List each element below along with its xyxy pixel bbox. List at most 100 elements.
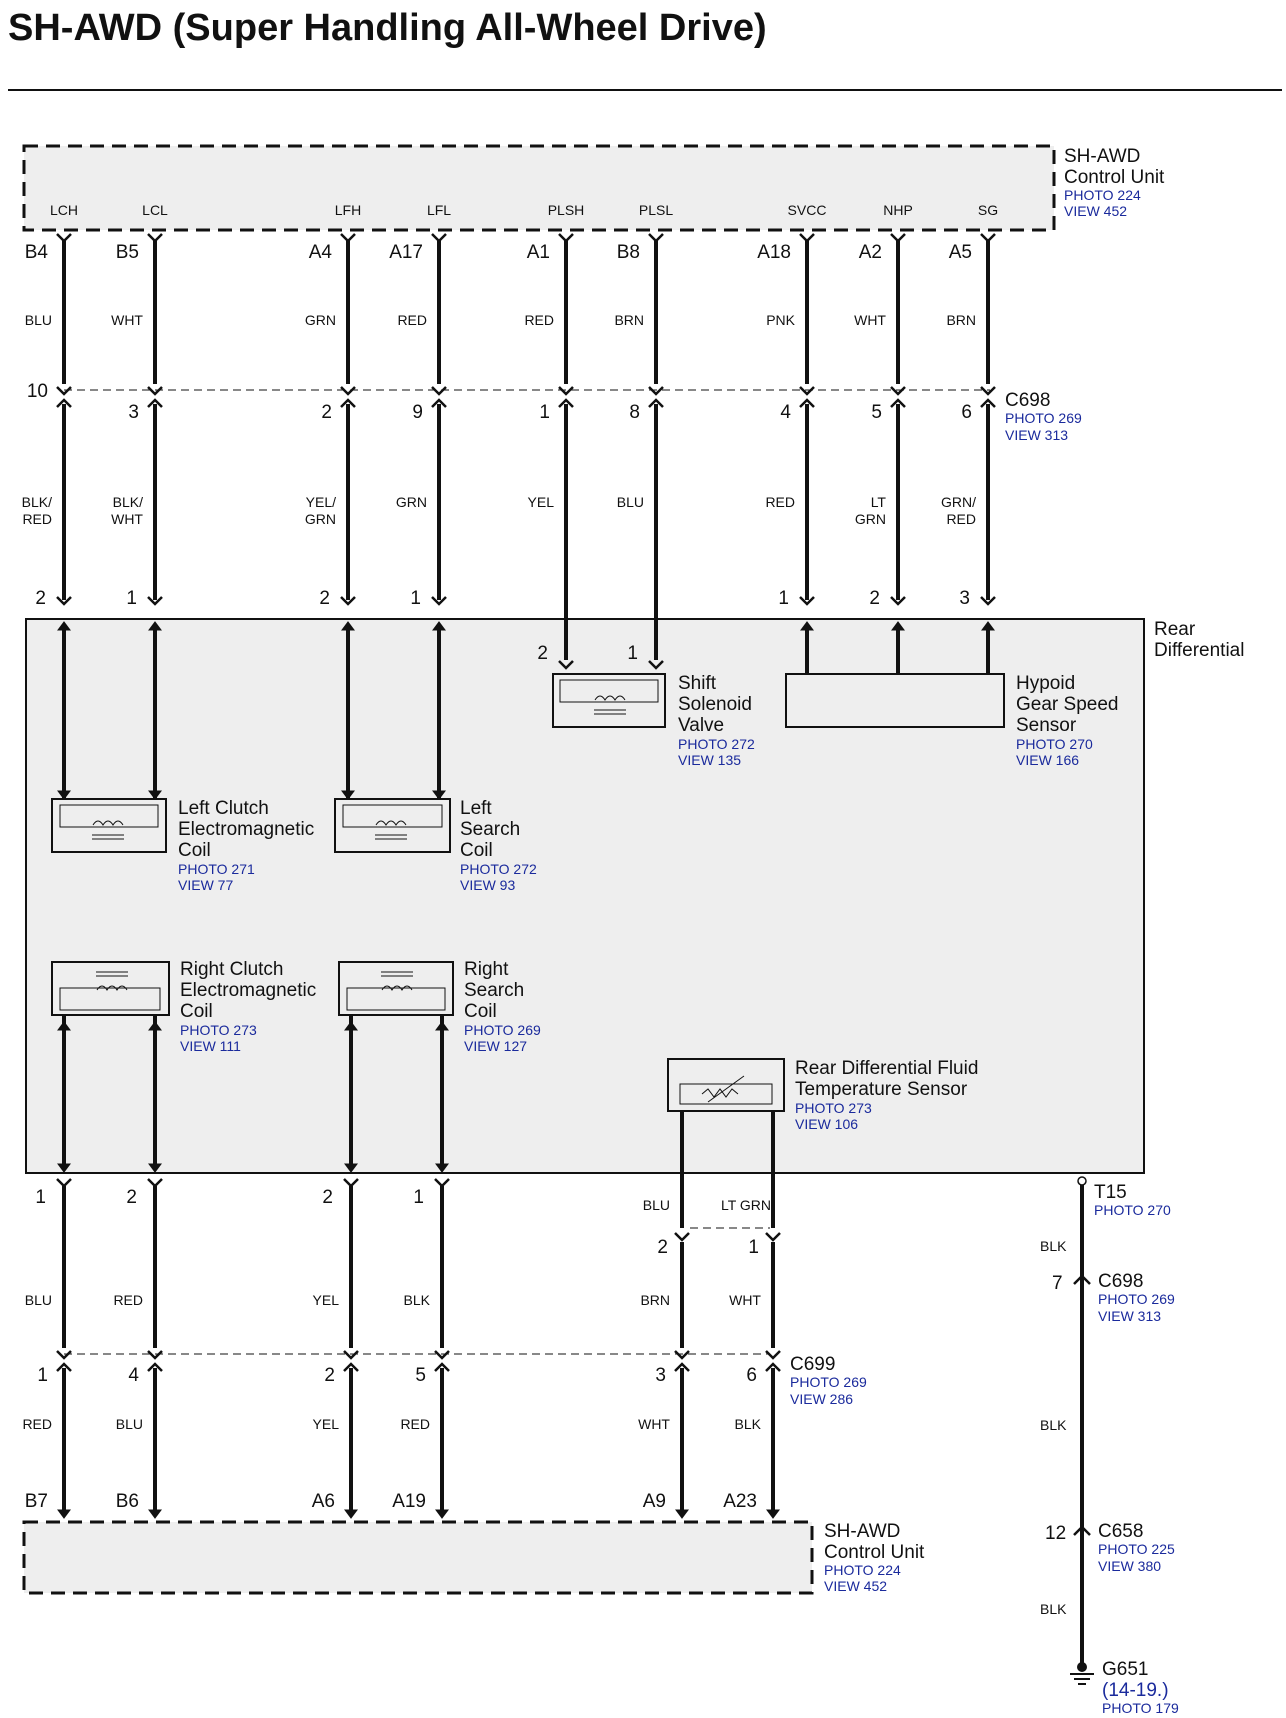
wire-color-2: RED xyxy=(765,494,795,510)
top-unit-view: VIEW 452 xyxy=(1064,203,1127,219)
fluid-temp-view: VIEW 106 xyxy=(795,1116,858,1132)
diff-pin: 1 xyxy=(126,588,137,609)
sensor-wire-color: LT GRN xyxy=(721,1197,771,1213)
wire-color-2: BLK xyxy=(735,1416,762,1432)
pin-label: B4 xyxy=(25,242,49,263)
fluid-temp-label-1: Rear Differential Fluid xyxy=(795,1058,978,1079)
c698-pin: 9 xyxy=(412,402,423,423)
terminal-label: LFH xyxy=(335,202,361,218)
bottom-unit-view: VIEW 452 xyxy=(824,1578,887,1594)
hypoid-label-1: Hypoid xyxy=(1016,673,1075,694)
wire-color-2: YEL/ xyxy=(306,494,336,510)
c699-pin: 5 xyxy=(415,1365,426,1386)
left-search-label-1: Left xyxy=(460,798,492,819)
right-search-label-1: Right xyxy=(464,959,509,980)
wire-color: RED xyxy=(524,312,554,328)
right-clutch-label-2: Electromagnetic xyxy=(180,980,316,1001)
sensor-wire-color: BLU xyxy=(643,1197,670,1213)
pin-label: A19 xyxy=(392,1491,426,1512)
left-search-view: VIEW 93 xyxy=(460,877,515,893)
shift-solenoid-valve: Shift Solenoid Valve PHOTO 272 VIEW 135 xyxy=(552,673,755,768)
terminal-label: PLSH xyxy=(548,202,585,218)
right-clutch-coil: Right Clutch Electromagnetic Coil PHOTO … xyxy=(51,959,316,1054)
hypoid-label-2: Gear Speed xyxy=(1016,694,1118,715)
c699-pin: 4 xyxy=(128,1365,139,1386)
wire-color-2: GRN xyxy=(396,494,427,510)
top-unit-photo: PHOTO 224 xyxy=(1064,187,1141,203)
bottom-control-unit-box xyxy=(22,1520,814,1595)
wire-color-2: YEL xyxy=(313,1416,340,1432)
wire-color: BLU xyxy=(25,312,52,328)
c699-pin: 6 xyxy=(746,1365,757,1386)
wire-color: RED xyxy=(397,312,427,328)
fluid-temp-photo: PHOTO 273 xyxy=(795,1100,872,1116)
wire-color: BRN xyxy=(946,312,976,328)
bottom-unit-name-2: Control Unit xyxy=(824,1542,925,1563)
c699-photo: PHOTO 269 xyxy=(790,1374,867,1390)
terminal-label: LFL xyxy=(427,202,451,218)
hypoid-label-3: Sensor xyxy=(1016,715,1077,736)
g651-photo: PHOTO 179 xyxy=(1102,1700,1179,1716)
right-clutch-label-3: Coil xyxy=(180,1001,213,1022)
right-clutch-view: VIEW 111 xyxy=(180,1038,241,1054)
left-clutch-label-3: Coil xyxy=(178,840,211,861)
terminal-label: LCH xyxy=(50,202,78,218)
wire-color-2: YEL xyxy=(528,494,555,510)
shift-solenoid-photo: PHOTO 272 xyxy=(678,736,755,752)
c698-bottom-view: VIEW 313 xyxy=(1098,1308,1161,1324)
pin-label: A2 xyxy=(859,242,882,263)
top-control-unit-box xyxy=(22,144,1056,232)
wire-color: YEL xyxy=(313,1292,340,1308)
pin-label: A6 xyxy=(312,1491,335,1512)
t15-name: T15 xyxy=(1094,1182,1127,1203)
right-search-coil: Right Search Coil PHOTO 269 VIEW 127 xyxy=(338,959,541,1054)
diff-pin: 1 xyxy=(410,588,421,609)
wire-color: WHT xyxy=(729,1292,761,1308)
pin-label: B6 xyxy=(116,1491,139,1512)
c698-pin: 4 xyxy=(780,402,791,423)
wire-color-2: BLU xyxy=(617,494,644,510)
c698-pin: 6 xyxy=(961,402,972,423)
bottom-wire: 1BLK5REDA19RFL xyxy=(392,1015,455,1544)
wire-color: PNK xyxy=(766,312,795,328)
pin-label: A4 xyxy=(309,242,333,263)
left-search-label-2: Search xyxy=(460,819,520,840)
c698-pin: 1 xyxy=(539,402,550,423)
top-wires: LCHB4BLU10BLK/RED2LCLB5WHT3BLK/WHT1LFHA4… xyxy=(22,202,998,800)
wire-color-2: GRN xyxy=(305,511,336,527)
wire-color: RED xyxy=(113,1292,143,1308)
pin-label: A1 xyxy=(527,242,550,263)
left-clutch-coil: Left Clutch Electromagnetic Coil PHOTO 2… xyxy=(51,798,314,893)
c698-pin: 5 xyxy=(871,402,882,423)
diff-pin: 3 xyxy=(959,588,970,609)
pin-label: B7 xyxy=(25,1491,48,1512)
c698-pin: 8 xyxy=(629,402,640,423)
c698-bottom-pin: 7 xyxy=(1052,1273,1063,1294)
hypoid-view: VIEW 166 xyxy=(1016,752,1079,768)
bottom-unit-name-1: SH-AWD xyxy=(824,1521,900,1542)
mid-pin: 1 xyxy=(748,1237,759,1258)
hypoid-gear-speed-sensor: Hypoid Gear Speed Sensor PHOTO 270 VIEW … xyxy=(785,673,1118,768)
wire-color: BRN xyxy=(614,312,644,328)
bottom-wire: BLU2BRN3WHTA9TOH xyxy=(638,1111,697,1544)
pin-label: B5 xyxy=(116,242,139,263)
right-search-view: VIEW 127 xyxy=(464,1038,527,1054)
wire-color-2: BLK/ xyxy=(22,494,52,510)
right-clutch-photo: PHOTO 273 xyxy=(180,1022,257,1038)
c698-pin: 2 xyxy=(321,402,332,423)
wire-color: WHT xyxy=(111,312,143,328)
shift-solenoid-label-1: Shift xyxy=(678,673,717,694)
diff-pin: 2 xyxy=(35,588,46,609)
top-unit-name-2: Control Unit xyxy=(1064,167,1165,188)
rear-diff-label-2: Differential xyxy=(1154,640,1244,661)
fluid-temp-label-2: Temperature Sensor xyxy=(795,1079,968,1100)
diff-pin: 2 xyxy=(126,1187,137,1208)
wire-color-2: RED xyxy=(400,1416,430,1432)
terminal-label: LCL xyxy=(142,202,168,218)
terminal-label: SVCC xyxy=(788,202,827,218)
diff-pin: 1 xyxy=(778,588,789,609)
